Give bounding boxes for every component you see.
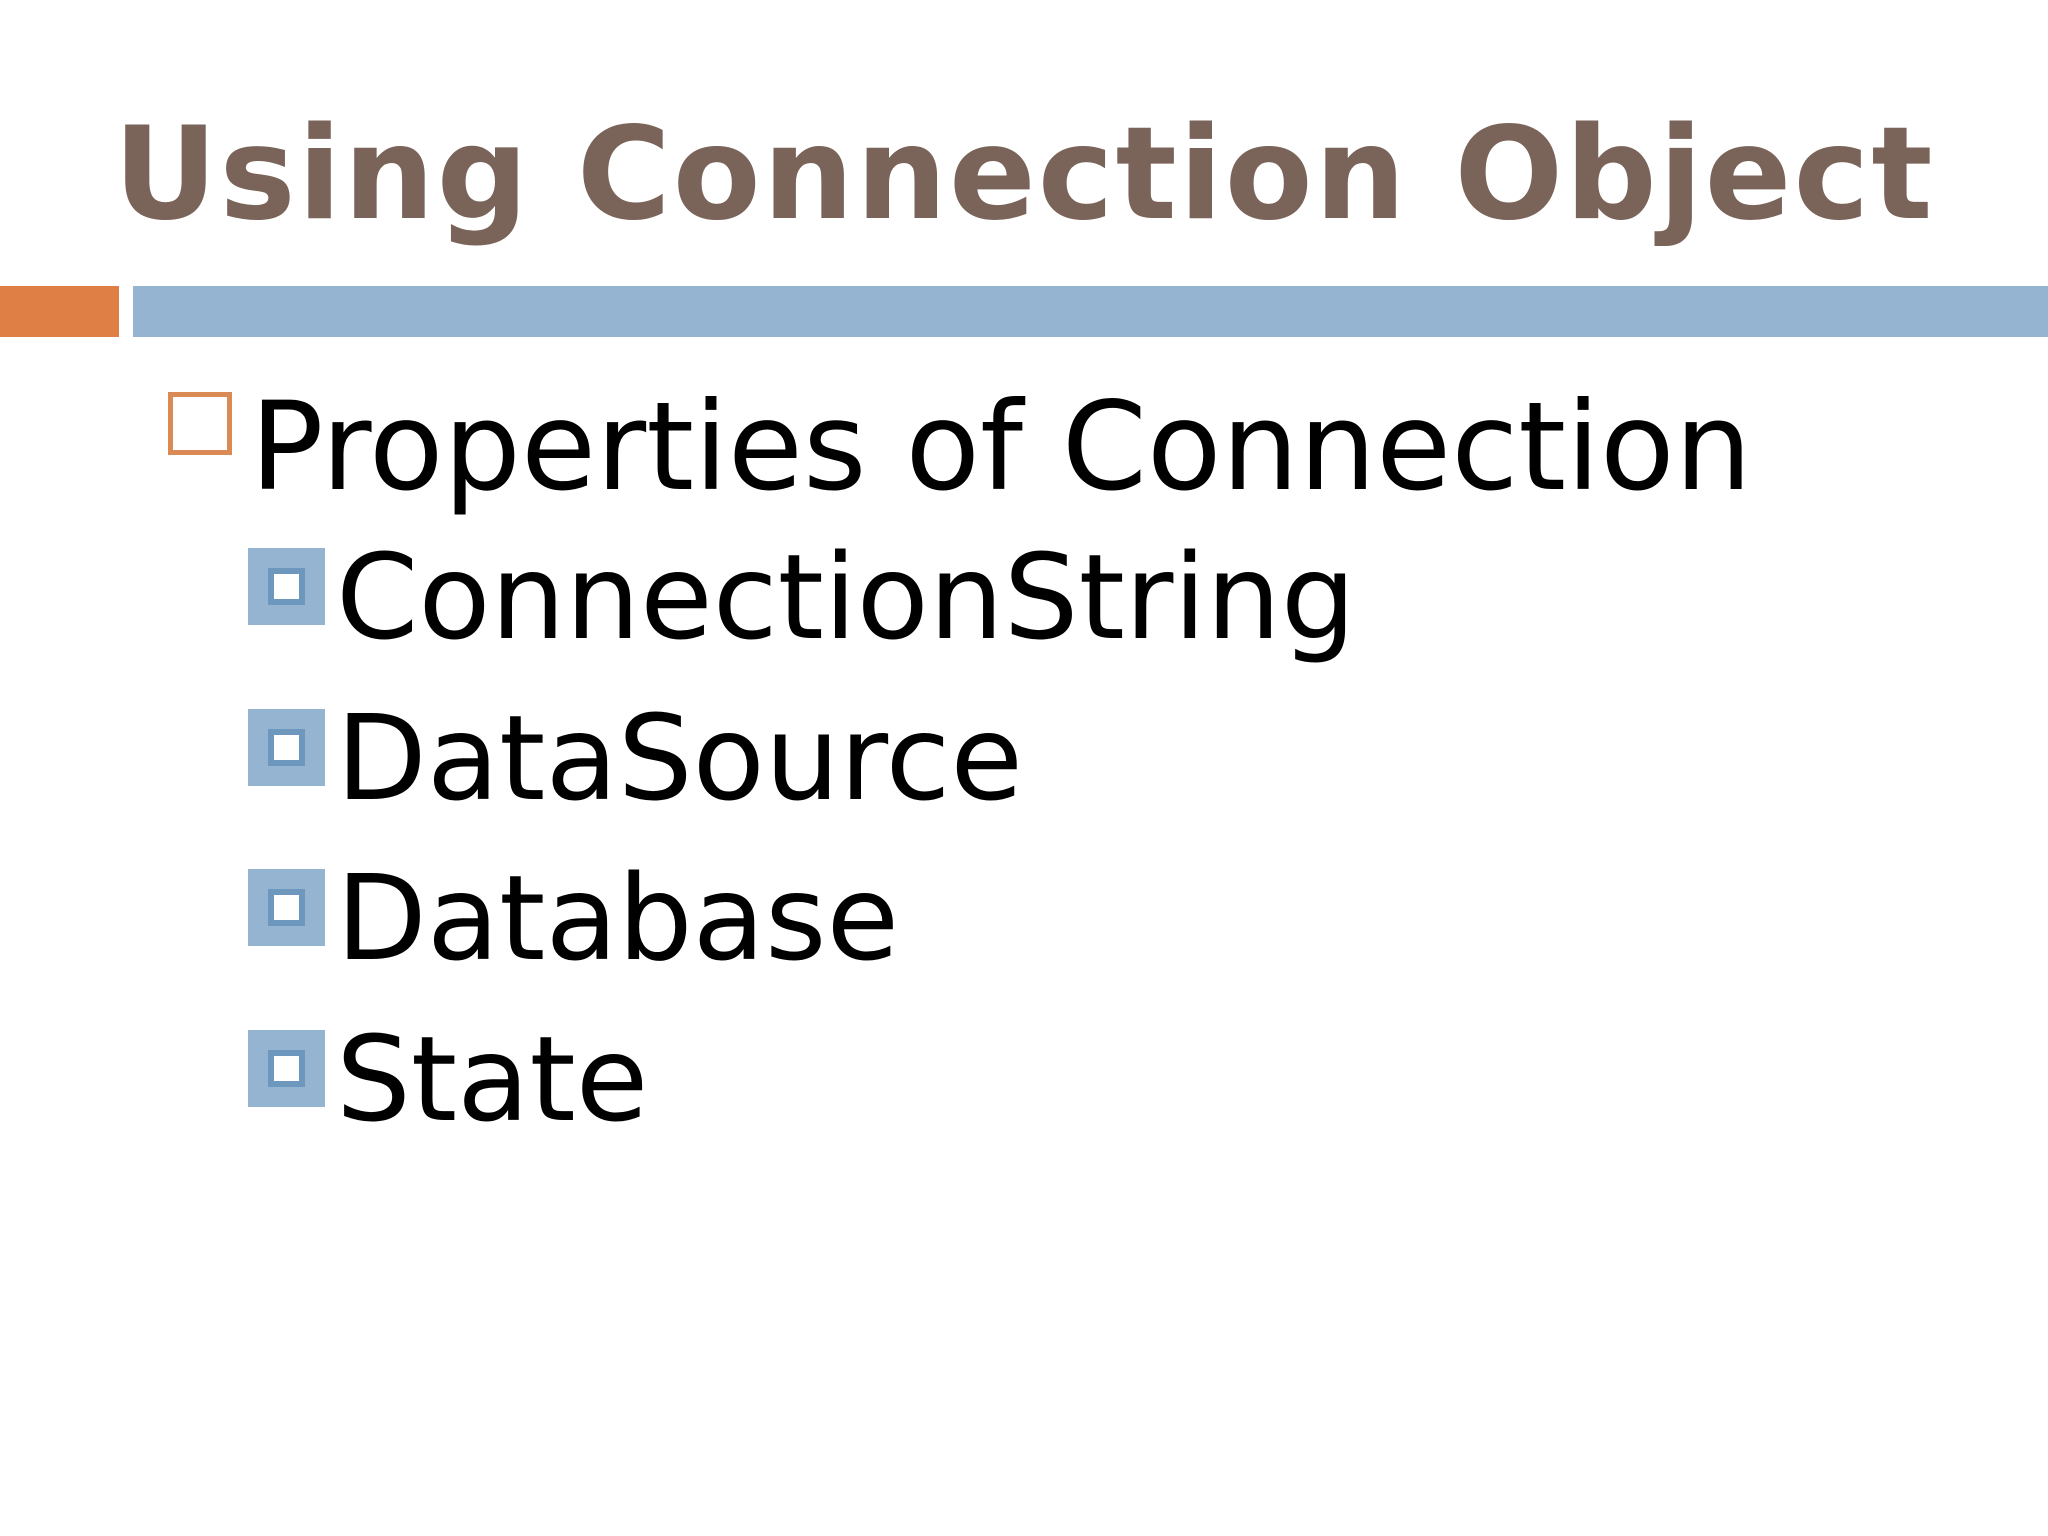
bullet-square-icon (168, 392, 232, 455)
bullet-heading: Properties of Connection (250, 376, 1753, 518)
bullet-square-icon (248, 548, 325, 625)
list-item-label: ConnectionString (336, 528, 1356, 666)
bullet-square-icon (248, 1030, 325, 1107)
slide-title: Using Connection Object (113, 100, 1935, 249)
list-item-label: State (336, 1010, 649, 1148)
list-item-label: DataSource (336, 689, 1024, 827)
title-accent-bar-blue (133, 286, 2048, 337)
list-item-label: Database (336, 849, 900, 987)
title-accent-bar-orange (0, 286, 119, 337)
bullet-square-icon (248, 869, 325, 946)
bullet-square-icon (248, 709, 325, 786)
